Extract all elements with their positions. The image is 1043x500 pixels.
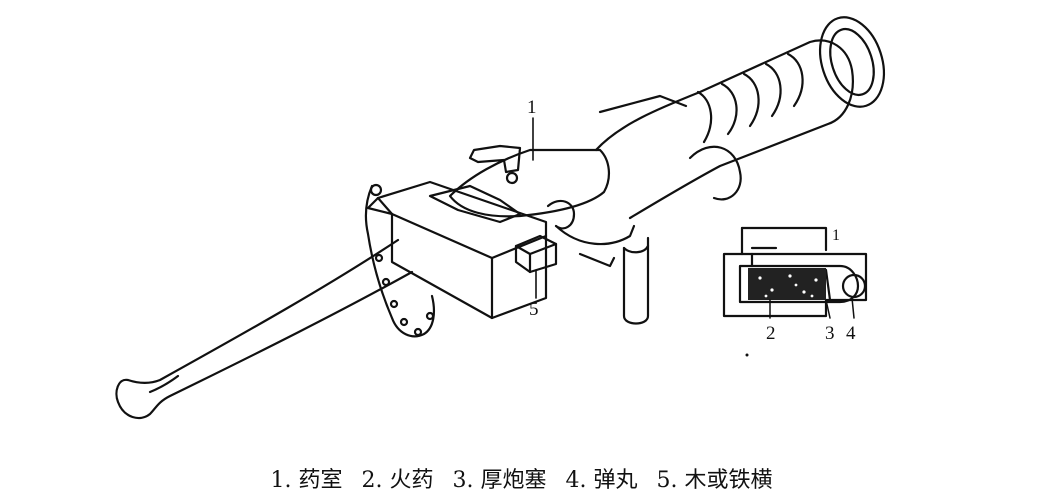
rear-block <box>366 180 548 320</box>
tiller-handle <box>115 238 414 420</box>
chain <box>364 183 435 338</box>
wedge-block <box>514 234 558 274</box>
yoke <box>546 145 742 268</box>
support-post <box>622 236 650 325</box>
label-chamber-number: 1 <box>527 97 537 118</box>
inset-cross-section <box>722 226 868 319</box>
inset-label-2: 2 <box>766 323 776 344</box>
figure-caption: 1. 药室 2. 火药 3. 厚炮塞 4. 弹丸 5. 木或铁横 <box>0 462 1043 494</box>
inset-label-1: 1 <box>832 227 840 244</box>
leader-lines <box>532 117 537 299</box>
caption-item: 2. 火药 <box>361 468 434 493</box>
chamber <box>448 144 610 218</box>
caption-item: 1. 药室 <box>270 468 343 493</box>
caption-item: 3. 厚炮塞 <box>452 468 547 493</box>
caption-item: 4. 弹丸 <box>565 468 638 493</box>
caption-item: 5. 木或铁横 <box>656 468 773 493</box>
label-wedge-number: 5 <box>529 299 539 320</box>
inset-label-4: 4 <box>846 323 856 344</box>
barrel <box>594 16 885 220</box>
inset-label-3: 3 <box>825 323 835 344</box>
